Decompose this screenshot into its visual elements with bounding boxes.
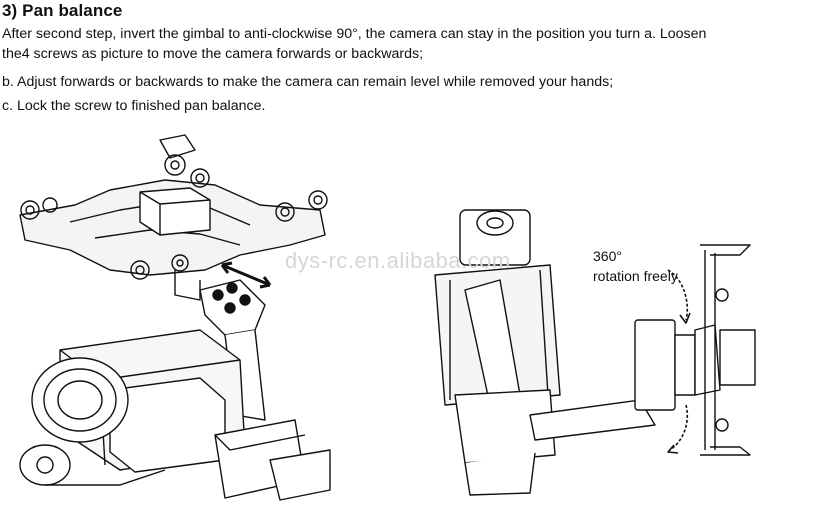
- gimbal-side-view-illustration: [434, 209, 756, 496]
- step-b: b. Adjust forwards or backwards to make …: [2, 74, 614, 90]
- step-a-line-1: After second step, invert the gimbal to …: [2, 26, 707, 42]
- gimbal-isometric-illustration: [19, 134, 331, 501]
- section-heading: 3) Pan balance: [2, 1, 123, 20]
- step-c: c. Lock the screw to finished pan balanc…: [2, 98, 266, 114]
- step-a-line-2: the4 screws as picture to move the camer…: [2, 46, 424, 62]
- rotation-label-text: rotation freely: [593, 268, 678, 284]
- watermark: dys-rc.en.alibaba.com: [285, 248, 511, 273]
- rotation-label-degrees: 360°: [593, 248, 622, 264]
